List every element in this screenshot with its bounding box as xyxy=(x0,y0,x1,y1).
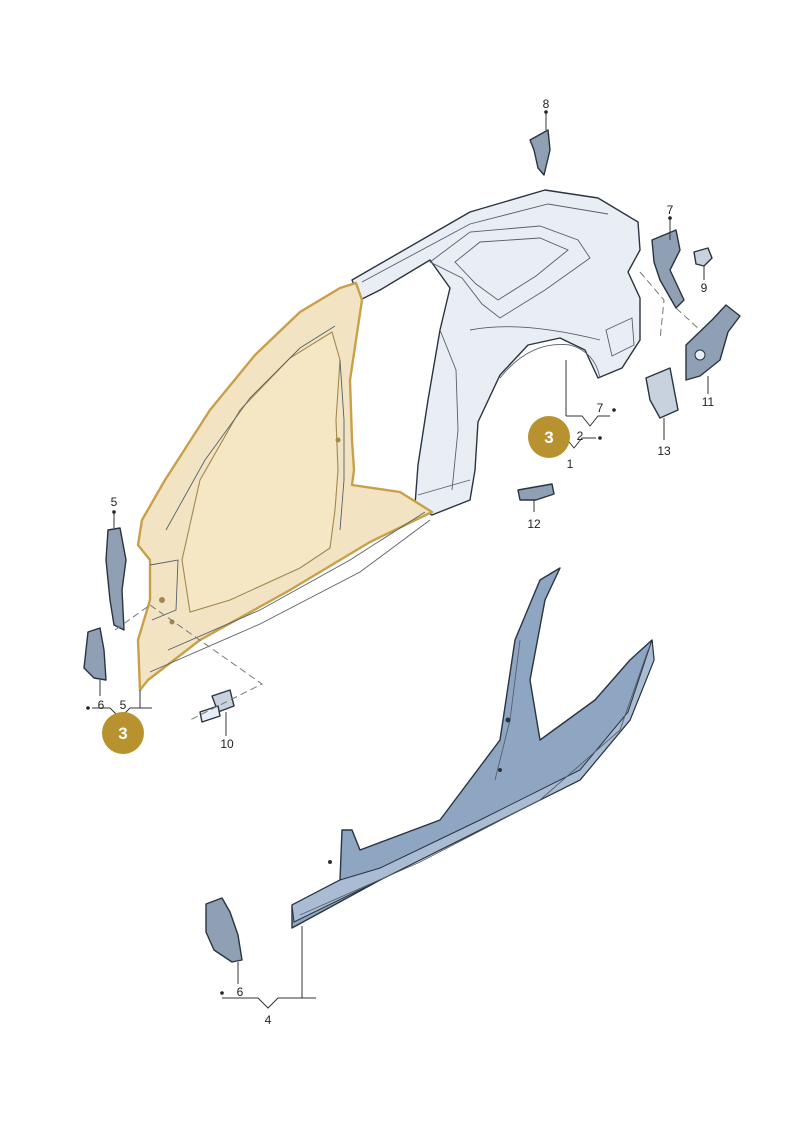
part-6-bracket-left xyxy=(83,627,107,681)
side-sill-outer-panel xyxy=(291,567,655,929)
quarter-crease xyxy=(469,326,601,341)
label-10: 10 xyxy=(220,737,234,751)
part-12-clip xyxy=(517,483,555,501)
part-8-bracket xyxy=(529,129,551,176)
leader-dot xyxy=(86,706,90,710)
badge-circle xyxy=(102,712,144,754)
label-4: 4 xyxy=(265,1013,272,1027)
bolt-shank xyxy=(199,705,221,723)
part-11-reinforcement xyxy=(685,304,741,381)
label-11: 11 xyxy=(702,395,715,409)
badge-right: 3 xyxy=(528,416,570,458)
leader-dot xyxy=(544,110,548,114)
rear-window-frame xyxy=(429,225,591,319)
label-6-bottom: 6 xyxy=(237,985,244,999)
leader-dots xyxy=(86,110,672,995)
leader-dot xyxy=(598,436,602,440)
label-1: 1 xyxy=(567,457,574,471)
label-13: 13 xyxy=(657,444,671,458)
label-9: 9 xyxy=(701,281,708,295)
part-5-bracket xyxy=(105,527,127,631)
badge-circle xyxy=(528,416,570,458)
wheel-arch-lip xyxy=(499,343,601,379)
sill-hole xyxy=(498,768,502,772)
bracket-2 xyxy=(566,415,610,427)
sill-crease xyxy=(299,649,649,916)
sill-hole xyxy=(328,860,332,864)
leader-dot xyxy=(112,510,116,514)
part-9-clip xyxy=(693,247,713,267)
rear-quarter-panel xyxy=(351,189,641,516)
label-7-top: 7 xyxy=(667,203,674,217)
part-6-bracket-bottom xyxy=(205,897,243,963)
part-11-hole xyxy=(694,349,706,361)
rear-pillar-edge xyxy=(439,329,459,491)
guide-line xyxy=(149,604,263,721)
label-8: 8 xyxy=(543,97,550,111)
sill-line-upper xyxy=(167,511,426,651)
badge-text: 3 xyxy=(118,724,127,743)
bracket-1 xyxy=(565,437,596,449)
quarter-window-inner xyxy=(454,237,569,301)
b-pillar-edge xyxy=(339,359,345,531)
front-door-opening xyxy=(181,331,341,613)
label-7-mid: 7 xyxy=(597,401,604,415)
badge-left: 3 xyxy=(102,712,144,754)
bracket-4 xyxy=(222,997,316,1009)
roof-rail-line xyxy=(361,203,609,283)
leader-lines xyxy=(92,112,709,1009)
front-side-frame-highlighted xyxy=(136,281,434,692)
part-labels: 8 7 9 11 7 2 1 13 12 5 6 5 10 6 4 xyxy=(98,97,715,1027)
badge-text: 3 xyxy=(544,428,553,447)
leader-dot xyxy=(612,408,616,412)
label-5-bottom: 5 xyxy=(120,698,127,712)
sill-line-lower xyxy=(149,519,431,673)
label-5-top: 5 xyxy=(111,495,118,509)
hole-marker xyxy=(159,597,165,603)
label-2: 2 xyxy=(577,429,584,443)
sill-hole xyxy=(505,717,511,723)
part-13-panel xyxy=(645,367,679,419)
guide-line xyxy=(675,307,701,331)
label-12: 12 xyxy=(527,517,541,531)
a-pillar-inner xyxy=(165,325,336,531)
label-6-left: 6 xyxy=(98,698,105,712)
sill-rear-end xyxy=(417,479,471,496)
guide-line xyxy=(639,271,665,341)
light-cutout xyxy=(605,317,635,357)
hole-marker xyxy=(335,437,341,443)
guide-lines xyxy=(114,271,701,721)
guide-line xyxy=(114,604,151,631)
hole-marker xyxy=(169,619,175,625)
part-7-bracket xyxy=(651,229,685,309)
leader-dot xyxy=(220,991,224,995)
sill-top-face xyxy=(291,639,655,923)
leader-dot xyxy=(668,216,672,220)
rear-quarter-panel-shape xyxy=(351,189,641,516)
